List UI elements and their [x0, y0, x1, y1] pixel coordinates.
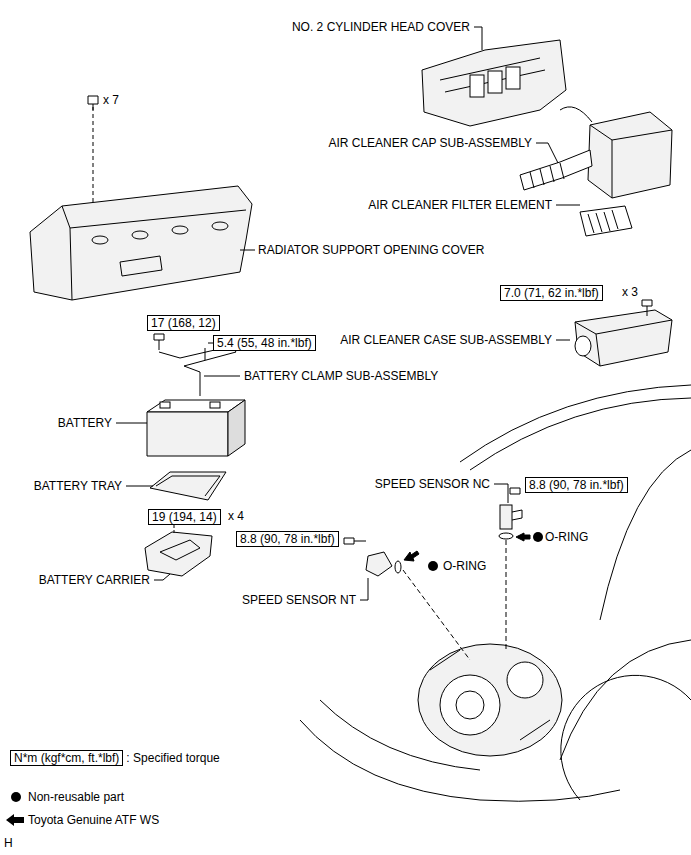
speed-sensor-nt — [344, 538, 470, 660]
part-name: RADIATOR SUPPORT OPENING COVER — [258, 243, 485, 257]
part-name: O-RING — [545, 530, 588, 544]
air-cleaner-cap — [520, 107, 672, 198]
torque-text: 8.8 (90, 78 in.*lbf) — [240, 532, 335, 546]
transaxle — [418, 644, 562, 756]
torque-text: 7.0 (71, 62 in.*lbf) — [504, 286, 599, 300]
part-name: BATTERY CARRIER — [39, 573, 150, 587]
figure-code: H — [4, 836, 13, 850]
vehicle-outline — [300, 385, 691, 801]
torque-text: N*m (kgf*cm, ft.*lbf) — [14, 751, 119, 765]
torque-text: 5.4 (55, 48 in.*lbf) — [217, 336, 312, 350]
torque-text: 8.8 (90, 78 in.*lbf) — [529, 478, 624, 492]
battery — [116, 400, 245, 456]
part-name: AIR CLEANER CAP SUB-ASSEMBLY — [328, 136, 532, 150]
quantity: x 4 — [228, 509, 244, 523]
part-name: BATTERY TRAY — [34, 479, 122, 493]
air-cleaner-case — [556, 300, 672, 366]
torque-text: 19 (194, 14) — [152, 510, 217, 524]
part-name: BATTERY CLAMP SUB-ASSEMBLY — [244, 369, 438, 383]
part-name: SPEED SENSOR NC — [375, 477, 490, 491]
torque-spec: 7.0 (71, 62 in.*lbf) — [500, 285, 603, 301]
part-name: SPEED SENSOR NT — [242, 593, 356, 607]
cylinder-head-cover — [422, 27, 566, 126]
legend-text: : Specified torque — [126, 751, 219, 765]
torque-spec: 19 (194, 14) — [148, 509, 221, 525]
legend-text: Non-reusable part — [28, 790, 124, 804]
radiator-support-cover — [30, 96, 255, 300]
quantity: x 3 — [622, 285, 638, 299]
part-name: AIR CLEANER CASE SUB-ASSEMBLY — [340, 333, 552, 347]
part-name: O-RING — [443, 559, 486, 573]
legend-torque-box: N*m (kgf*cm, ft.*lbf) — [10, 750, 123, 766]
speed-sensor-nc — [494, 484, 543, 650]
torque-spec: 17 (168, 12) — [147, 315, 220, 331]
torque-spec: 5.4 (55, 48 in.*lbf) — [213, 335, 316, 351]
torque-spec: 8.8 (90, 78 in.*lbf) — [525, 477, 628, 493]
part-name: AIR CLEANER FILTER ELEMENT — [368, 198, 552, 212]
air-cleaner-filter — [556, 205, 632, 236]
torque-text: 17 (168, 12) — [151, 316, 216, 330]
quantity: x 7 — [103, 93, 119, 107]
part-name: NO. 2 CYLINDER HEAD COVER — [292, 20, 470, 34]
legend-text: Toyota Genuine ATF WS — [28, 813, 159, 827]
part-name: BATTERY — [58, 416, 112, 430]
battery-tray — [126, 472, 226, 500]
torque-spec: 8.8 (90, 78 in.*lbf) — [236, 531, 339, 547]
legend-symbols — [6, 792, 24, 826]
